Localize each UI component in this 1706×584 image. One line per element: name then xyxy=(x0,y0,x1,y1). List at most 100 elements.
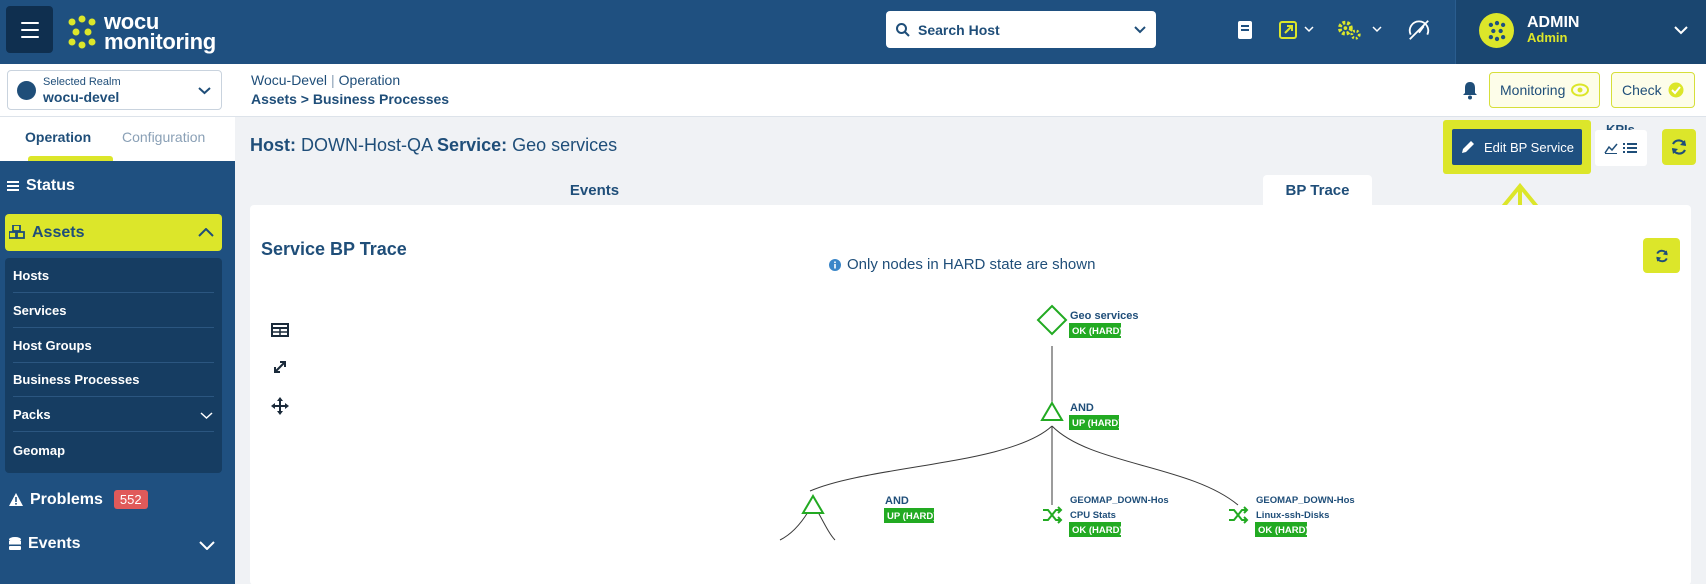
hard-state-note: Only nodes in HARD state are shown xyxy=(829,256,1095,273)
sidebar-item-hosts[interactable]: Hosts xyxy=(13,259,214,293)
sidebar-item-label: Packs xyxy=(13,407,51,422)
edit-bp-service-label: Edit BP Service xyxy=(1483,139,1575,155)
bp-node-linux-ssh-disks: GEOMAP_DOWN-Hos Linux-ssh-Disks OK (HARD… xyxy=(1229,495,1355,537)
bp-node-state: OK (HARD) xyxy=(1258,525,1309,536)
search-icon xyxy=(896,22,910,37)
monitoring-label: Monitoring xyxy=(1500,82,1566,98)
gauge-off-icon[interactable] xyxy=(1407,18,1431,42)
sidebar-item-label: Business Processes xyxy=(13,372,140,387)
sidebar-tabs: Operation Configuration xyxy=(0,117,235,161)
status-badge xyxy=(884,508,934,523)
sidebar-item-services[interactable]: Services xyxy=(13,294,214,328)
expand-icon[interactable] xyxy=(270,357,290,377)
search-host-select[interactable]: Search Host xyxy=(886,11,1156,48)
user-role: Admin xyxy=(1527,30,1568,45)
chevron-down-icon xyxy=(1674,26,1688,35)
bp-node-name: Geo services xyxy=(1070,310,1139,322)
realm-value: wocu-devel xyxy=(43,89,120,105)
external-link-icon[interactable] xyxy=(1276,18,1300,42)
breadcrumb-realm[interactable]: Wocu-Devel xyxy=(251,72,327,88)
kpis-toggle[interactable] xyxy=(1595,130,1647,166)
graph-edge xyxy=(1051,425,1239,506)
panel-refresh-button[interactable] xyxy=(1643,238,1680,273)
bp-node-name: GEOMAP_DOWN-Hos xyxy=(1256,495,1355,506)
sidebar-item-packs[interactable]: Packs xyxy=(13,398,214,432)
cubes-icon xyxy=(9,225,25,239)
bp-trace-graph[interactable]: Geo services OK (HARD) AND UP (HARD) AND… xyxy=(250,205,1691,584)
user-menu[interactable]: ADMIN Admin xyxy=(1455,0,1706,64)
eye-icon xyxy=(1571,83,1590,97)
sidebar-item-host-groups[interactable]: Host Groups xyxy=(13,329,214,363)
bell-icon[interactable] xyxy=(1461,80,1479,100)
bp-node-name: AND xyxy=(1070,402,1094,414)
shuffle-icon xyxy=(1229,506,1249,524)
kpis-group: KPIs xyxy=(1595,119,1649,167)
refresh-button[interactable] xyxy=(1662,129,1696,165)
chevron-down-icon[interactable] xyxy=(1304,26,1314,34)
move-icon[interactable] xyxy=(270,396,290,416)
realm-selector[interactable]: Selected Realm wocu-devel xyxy=(7,70,222,110)
sidebar-item-label: Services xyxy=(13,303,67,318)
service-label: Service: xyxy=(437,135,508,155)
chevron-down-icon xyxy=(1134,25,1146,33)
chevron-up-icon xyxy=(198,228,214,237)
bp-node-and: AND UP (HARD) xyxy=(801,494,936,523)
tab-operation[interactable]: Operation xyxy=(25,129,92,145)
bp-node-name-line2: Linux-ssh-Disks xyxy=(1256,510,1329,521)
user-name: ADMIN xyxy=(1527,14,1580,31)
assets-submenu: Hosts Services Host Groups Business Proc… xyxy=(5,258,222,473)
main-content: Host: DOWN-Host-QA Service: Geo services… xyxy=(235,117,1706,584)
chevron-down-icon[interactable] xyxy=(199,541,215,550)
check-button[interactable]: Check xyxy=(1611,72,1695,108)
context-bar: Selected Realm wocu-devel Wocu-Devel|Ope… xyxy=(0,64,1706,117)
tab-configuration[interactable]: Configuration xyxy=(122,129,206,145)
breadcrumb-top: Wocu-Devel|Operation xyxy=(251,72,400,88)
note-text: Only nodes in HARD state are shown xyxy=(847,256,1096,273)
avatar xyxy=(1479,13,1514,48)
refresh-icon xyxy=(1671,139,1687,155)
status-badge xyxy=(1255,522,1307,537)
sidebar-item-assets[interactable]: Assets xyxy=(5,214,222,251)
line-chart-icon[interactable] xyxy=(1604,142,1618,154)
info-icon xyxy=(829,258,841,271)
monitoring-button[interactable]: Monitoring xyxy=(1489,72,1601,108)
breadcrumb-separator: | xyxy=(331,72,335,88)
sidebar-item-label: Assets xyxy=(32,224,85,241)
logo-text-top: wocu xyxy=(104,9,160,34)
sidebar-item-geomap[interactable]: Geomap xyxy=(13,433,214,467)
book-icon[interactable] xyxy=(1233,18,1257,42)
pencil-icon xyxy=(1461,141,1474,153)
menu-toggle-button[interactable] xyxy=(6,6,53,53)
realm-label: Selected Realm xyxy=(43,76,121,88)
list-icon xyxy=(7,181,19,191)
bp-node-state: UP (HARD) xyxy=(887,511,936,522)
sidebar-item-events[interactable]: Events xyxy=(9,535,80,553)
table-view-icon[interactable] xyxy=(270,320,290,340)
bp-node-state: UP (HARD) xyxy=(1072,418,1121,429)
tabs: Events BP Trace xyxy=(235,175,1706,206)
sidebar-item-status[interactable]: Status xyxy=(7,177,75,195)
chevron-down-icon[interactable] xyxy=(1372,26,1382,34)
graph-edge xyxy=(817,511,836,541)
chevron-down-icon xyxy=(198,87,211,95)
status-badge xyxy=(1069,323,1121,338)
sidebar-item-business-processes[interactable]: Business Processes xyxy=(13,363,214,397)
shuffle-icon xyxy=(1043,506,1063,524)
logo-mark-icon xyxy=(68,15,96,49)
tab-events[interactable]: Events xyxy=(569,182,620,199)
edit-bp-service-button[interactable]: Edit BP Service xyxy=(1452,129,1582,165)
sidebar-item-problems[interactable]: Problems 552 xyxy=(9,490,148,509)
host-label: Host: xyxy=(250,135,296,155)
list-icon[interactable] xyxy=(1623,142,1637,154)
chevron-down-icon xyxy=(200,412,213,420)
bp-node-cpu-stats: GEOMAP_DOWN-Hos CPU Stats OK (HARD) xyxy=(1043,495,1169,537)
gears-icon[interactable] xyxy=(1338,18,1362,42)
panel-title: Service BP Trace xyxy=(261,239,407,259)
bp-node-name-line2: CPU Stats xyxy=(1070,510,1116,521)
breadcrumb-section[interactable]: Operation xyxy=(338,72,401,88)
status-badge xyxy=(1069,522,1121,537)
problems-count-badge: 552 xyxy=(113,490,148,509)
diamond-icon xyxy=(1036,304,1068,336)
tab-bp-trace[interactable]: BP Trace xyxy=(1263,175,1372,206)
sidebar: Operation Configuration Status Assets Ho… xyxy=(0,117,235,584)
